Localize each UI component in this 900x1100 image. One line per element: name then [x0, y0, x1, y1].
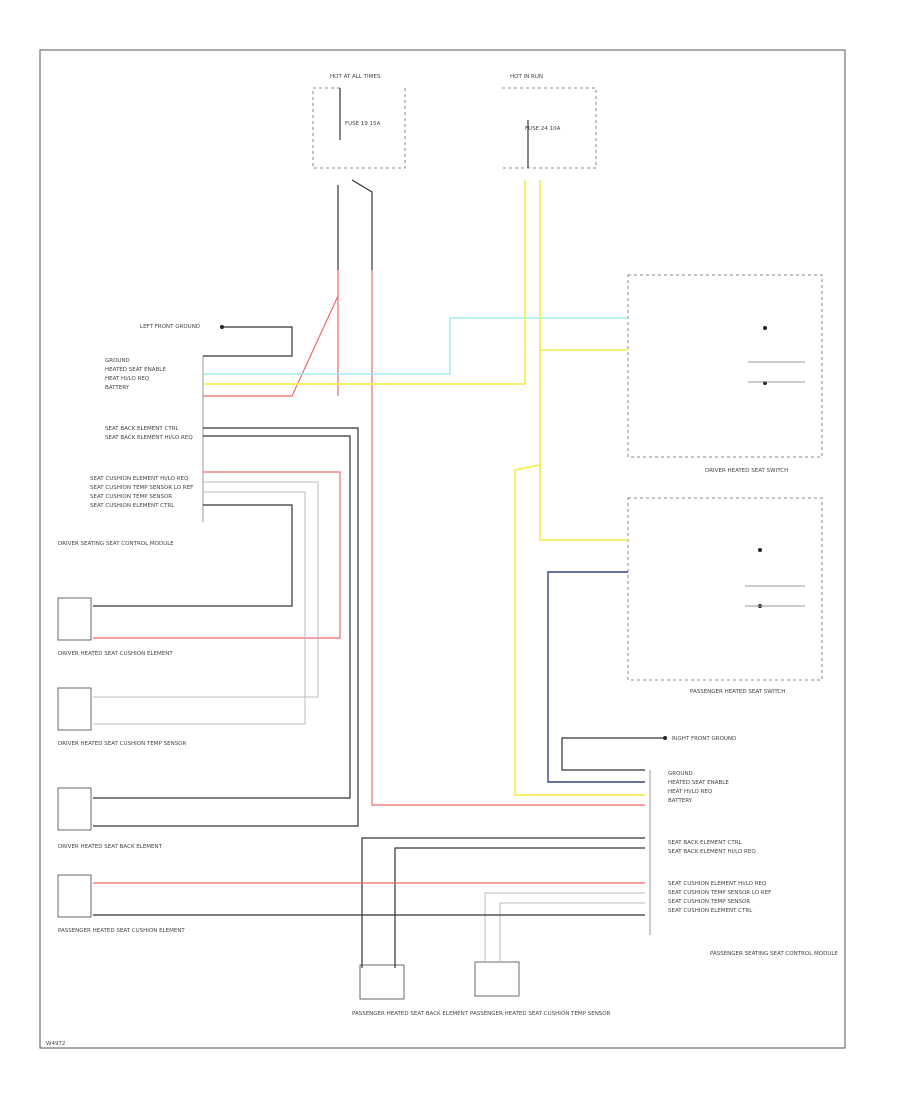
- pass-pin-1: GROUND: [668, 771, 693, 777]
- driver-pin-6: SEAT BACK ELEMENT HI/LO REQ: [105, 435, 193, 441]
- pass-pin-7: SEAT CUSHION ELEMENT HI/LO REQ: [668, 881, 767, 887]
- driver-pin-10: SEAT CUSHION ELEMENT CTRL: [90, 503, 175, 509]
- pass-pin-8: SEAT CUSHION TEMP SENSOR LO REF: [668, 890, 771, 896]
- driver-module-label: DRIVER SEATING SEAT CONTROL MODULE: [58, 541, 174, 547]
- hot-in-run-label: HOT IN RUN: [510, 74, 543, 80]
- driver-pin-4: BATTERY: [105, 385, 130, 391]
- passenger-back-element-label: PASSENGER HEATED SEAT BACK ELEMENT: [352, 1011, 469, 1017]
- driver-pin-8: SEAT CUSHION TEMP SENSOR LO REF: [90, 485, 193, 491]
- pass-pin-4: BATTERY: [668, 798, 693, 804]
- driver-back-element-label: DRIVER HEATED SEAT BACK ELEMENT: [58, 844, 163, 850]
- driver-pin-7: SEAT CUSHION ELEMENT HI/LO REQ: [90, 476, 189, 482]
- driver-pin-5: SEAT BACK ELEMENT CTRL: [105, 426, 180, 432]
- driver-heated-seat-switch: DRIVER HEATED SEAT SWITCH: [627, 274, 823, 474]
- passenger-heated-seat-switch: PASSENGER HEATED SEAT SWITCH: [627, 497, 823, 695]
- driver-pin-9: SEAT CUSHION TEMP SENSOR: [90, 494, 172, 500]
- driver-pin-2: HEATED SEAT ENABLE: [105, 367, 166, 373]
- fuse-box-fuse: FUSE 19 15A: [345, 121, 381, 127]
- pass-pin-2: HEATED SEAT ENABLE: [668, 780, 729, 786]
- passenger-module-label: PASSENGER SEATING SEAT CONTROL MODULE: [710, 951, 838, 957]
- fuse-box-component: HOT AT ALL TIMES FUSE 19 15A: [312, 74, 406, 169]
- hot-in-run-component: HOT IN RUN FUSE 24 10A: [502, 74, 597, 169]
- footer-code: W4972: [46, 1041, 65, 1047]
- passenger-cushion-element-label: PASSENGER HEATED SEAT CUSHION ELEMENT: [58, 928, 185, 934]
- passenger-switch-label: PASSENGER HEATED SEAT SWITCH: [690, 689, 785, 695]
- driver-cushion-sensor-label: DRIVER HEATED SEAT CUSHION TEMP SENSOR: [58, 741, 187, 747]
- driver-seat-element-boxes: [57, 597, 92, 918]
- pass-pin-6: SEAT BACK ELEMENT HI/LO REQ: [668, 849, 756, 855]
- lh-ground-label: LEFT FRONT GROUND: [140, 324, 200, 330]
- driver-pin-3: HEAT HI/LO REQ: [105, 376, 150, 382]
- wires: [93, 179, 665, 968]
- driver-switch-label: DRIVER HEATED SEAT SWITCH: [705, 468, 788, 474]
- fuse-box-label: HOT AT ALL TIMES: [330, 74, 381, 80]
- pass-pin-9: SEAT CUSHION TEMP SENSOR: [668, 899, 750, 905]
- passenger-temp-sensor-label: PASSENGER HEATED SEAT CUSHION TEMP SENSO…: [470, 1011, 611, 1017]
- driver-module-connector: DRIVER SEATING SEAT CONTROL MODULE LEFT …: [58, 324, 224, 547]
- pass-pin-10: SEAT CUSHION ELEMENT CTRL: [668, 908, 753, 914]
- driver-cushion-element-label: DRIVER HEATED SEAT CUSHION ELEMENT: [58, 651, 173, 657]
- passenger-bottom-boxes: [359, 961, 520, 1000]
- pass-pin-3: HEAT HI/LO REQ: [668, 789, 713, 795]
- diagram-frame: [39, 49, 846, 1049]
- pass-pin-5: SEAT BACK ELEMENT CTRL: [668, 840, 743, 846]
- hot-in-run-fuse: FUSE 24 10A: [525, 126, 561, 132]
- driver-pin-1: GROUND: [105, 358, 130, 364]
- rh-ground-label: RIGHT FRONT GROUND: [672, 736, 736, 742]
- passenger-module-connector: RIGHT FRONT GROUND GROUND HEATED SEAT EN…: [649, 736, 838, 957]
